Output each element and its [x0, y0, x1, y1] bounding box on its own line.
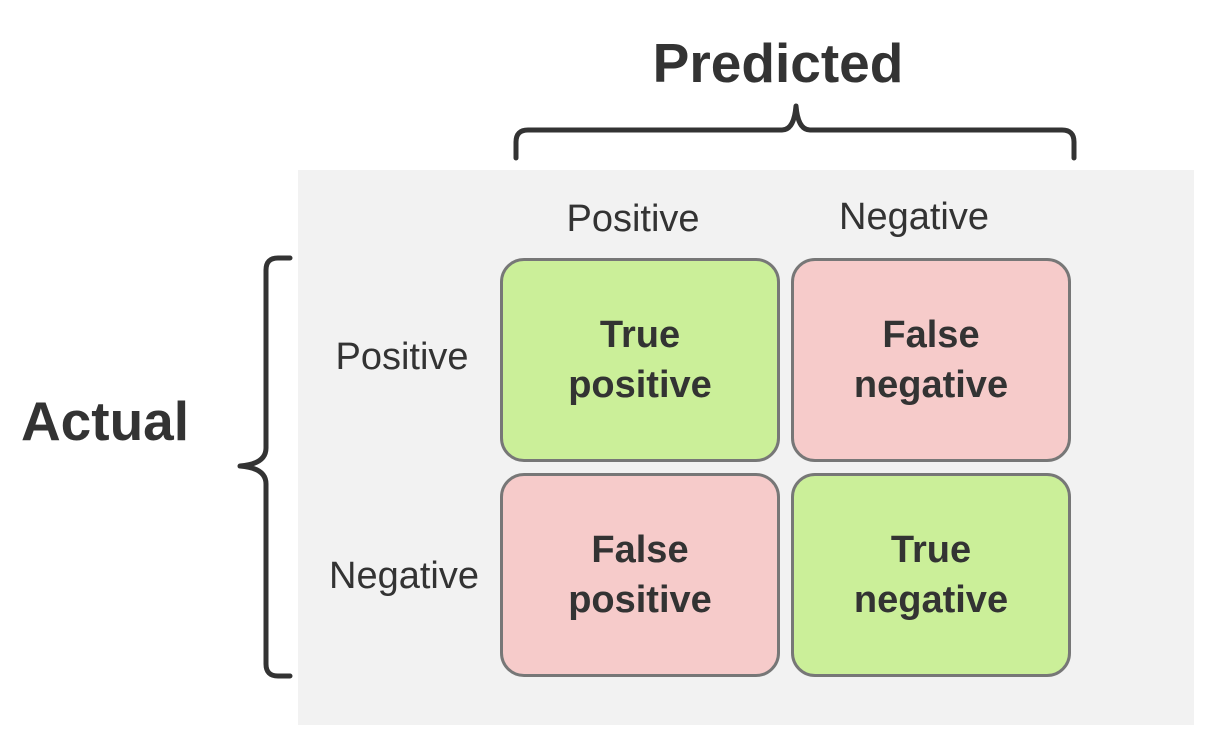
cell-true-negative: True negative [791, 473, 1071, 677]
actual-title: Actual [20, 390, 190, 452]
actual-brace-path [237, 255, 293, 679]
cell-text: True negative [854, 525, 1008, 625]
cell-text: True positive [568, 310, 712, 410]
cell-line2: positive [568, 364, 712, 406]
row-label-negative: Negative [329, 555, 479, 597]
cell-line1: True [599, 314, 681, 356]
predicted-brace-path [513, 103, 1077, 161]
cell-false-positive: False positive [500, 473, 780, 677]
cell-line1: False [882, 314, 980, 356]
cell-text: False positive [568, 525, 712, 625]
cell-line2: negative [853, 364, 1009, 406]
cell-false-negative: False negative [791, 258, 1071, 462]
column-label-positive: Positive [566, 198, 700, 240]
cell-text: False negative [854, 310, 1008, 410]
cell-line1: False [591, 529, 689, 571]
predicted-title: Predicted [652, 32, 904, 94]
cell-line2: positive [568, 579, 712, 621]
cell-true-positive: True positive [500, 258, 780, 462]
cell-line2: negative [853, 579, 1009, 621]
column-label-negative: Negative [839, 196, 989, 238]
row-label-positive: Positive [335, 336, 469, 378]
cell-line1: True [890, 529, 972, 571]
